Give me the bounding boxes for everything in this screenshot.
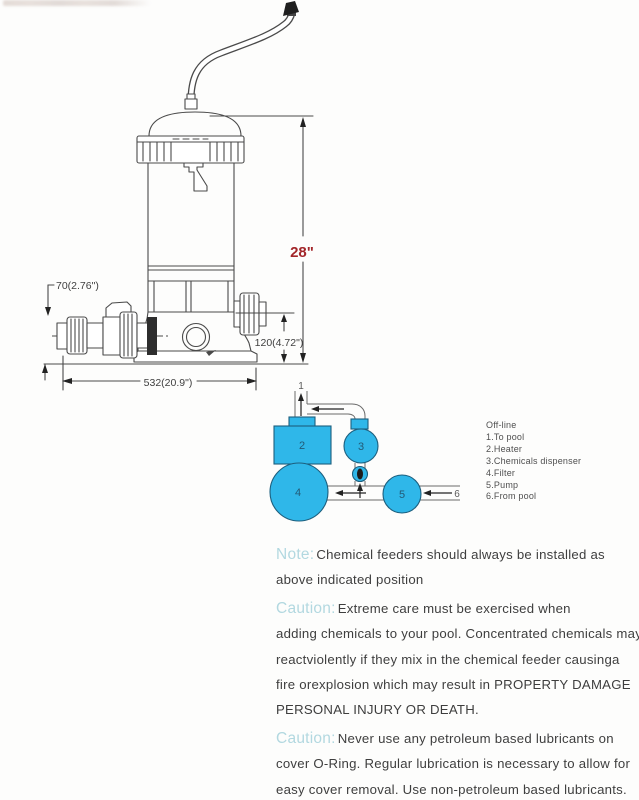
dome-lid [148, 111, 242, 141]
inlet-valve-assembly [56, 301, 157, 359]
dimension-70mm: 70(2.76") [42, 280, 99, 381]
legend-line: 5.Pump [486, 479, 519, 490]
outlet-fitting [233, 292, 267, 336]
feed-hose-icon [187, 1, 299, 108]
flow-arrows [298, 393, 452, 498]
dim-outlet-label: 120(4.72") [255, 337, 304, 349]
caution-label: Caution: [276, 599, 336, 617]
flow-num-3: 3 [358, 441, 364, 453]
filter-node [269, 462, 329, 522]
caution-block-1: Caution:Extreme care must be exercised w… [276, 596, 639, 723]
lock-collar [136, 135, 245, 164]
heater-node [273, 425, 332, 465]
drain-mark [206, 350, 216, 356]
note-text-line: Chemical feeders should always be instal… [316, 547, 605, 562]
caution-text-line: Never use any petroleum based lubricants… [337, 730, 614, 746]
lid-fitting [184, 93, 198, 110]
legend-line: 2.Heater [486, 443, 523, 454]
flow-num-2: 2 [299, 440, 305, 452]
flow-num-5: 5 [399, 489, 405, 501]
caution-text-line: reactviolently if they mix in the chemic… [276, 651, 620, 667]
dispenser-node [343, 428, 379, 464]
flow-num-4: 4 [295, 487, 301, 499]
flow-pipes [291, 391, 460, 501]
dim-height-label: 28" [290, 244, 314, 261]
legend-line: 1.To pool [486, 431, 525, 442]
caution-label: Caution: [276, 729, 336, 747]
caution-block-2: Caution:Never use any petroleum based lu… [276, 726, 636, 800]
caution-text-line: Extreme care must be exercised when [337, 600, 571, 616]
note-label: Note: [276, 546, 315, 563]
note-text-line: above indicated position [276, 572, 424, 588]
check-valve-core [357, 468, 363, 480]
dimension-28in: 28" [209, 115, 314, 363]
caution-text-line: PERSONAL INJURY OR DEATH. [276, 702, 479, 718]
caution-text-line: cover O-Ring. Regular lubrication is nec… [276, 756, 631, 772]
dimension-532mm: 532(20.9") [62, 355, 257, 391]
feeder-device [43, 1, 309, 365]
flow-diagram: 1 2 3 4 5 6 [269, 381, 460, 522]
cutoff-text-artifact [3, 0, 151, 6]
tank-body [147, 162, 235, 313]
pump-node [382, 474, 422, 514]
dim-inlet-label: 70(2.76") [56, 280, 99, 292]
notes-section: Note:Chemical feeders should always be i… [276, 542, 639, 800]
dimension-annotations: 28" 70(2.76") 120(4.72") [42, 115, 314, 391]
legend-line: 6.From pool [486, 491, 537, 502]
caution-text-line: fire orexplosion which may result in PRO… [276, 677, 631, 693]
flow-num-6: 6 [454, 489, 460, 500]
flow-legend: Off-line 1.To pool 2.Heater 3.Chemicals … [486, 420, 581, 503]
legend-line: 4.Filter [486, 467, 516, 478]
legend-line: Off-line [486, 420, 517, 430]
note-block: Note:Chemical feeders should always be i… [276, 542, 636, 593]
dispenser-cap [350, 418, 369, 430]
seal-ring [147, 317, 157, 355]
legend-line: 3.Chemicals dispenser [486, 455, 582, 466]
dimension-120mm: 120(4.72") [235, 312, 304, 363]
caution-text-line: adding chemicals to your pool. Concentra… [276, 626, 639, 642]
flow-num-1: 1 [298, 381, 304, 392]
latch-clip [183, 162, 208, 192]
dim-width-label: 532(20.9") [144, 377, 193, 389]
caution-text-line: easy cover removal. Use non-petroleum ba… [276, 781, 627, 797]
